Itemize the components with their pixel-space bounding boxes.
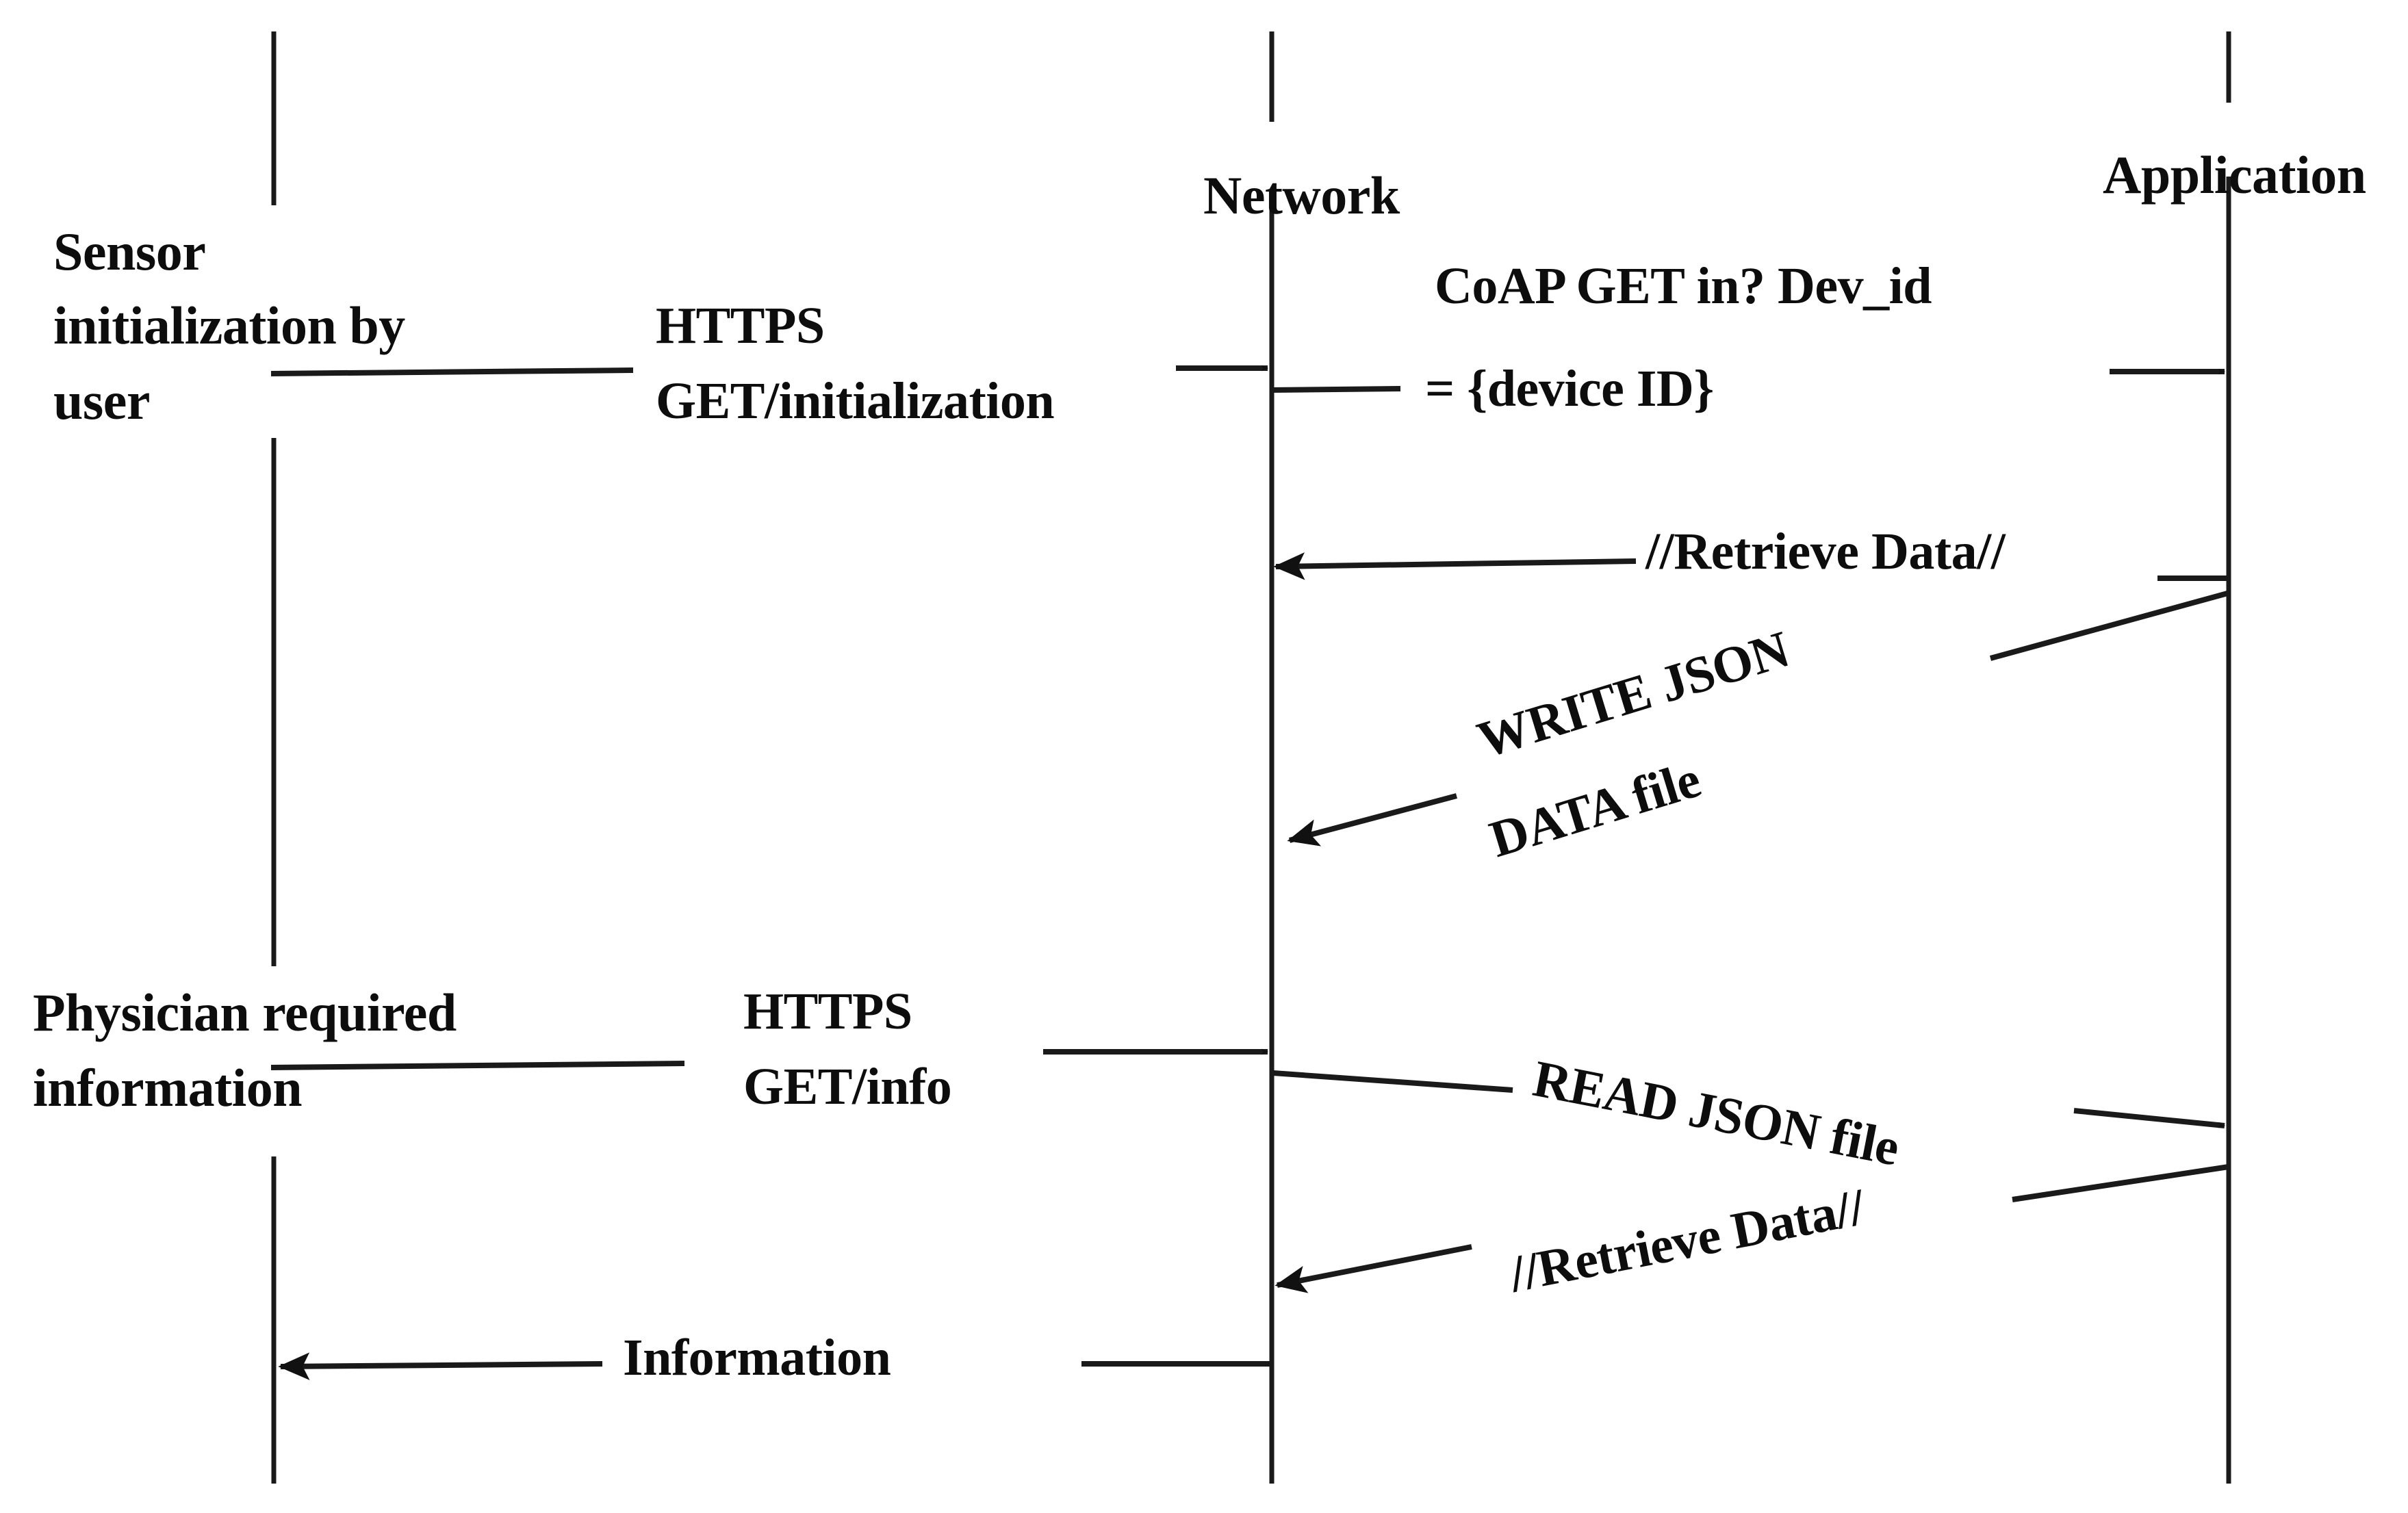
actor-label-sensor-line1: Sensor [53,222,206,281]
message-line-write-json-upper [1989,590,2231,661]
lifeline-label-network: Network [1203,166,1400,225]
message-label-coap-get-line1: CoAP GET in? Dev_id [1435,257,1932,315]
message-label-read-json: READ JSON file [1528,1049,1904,1177]
lifeline-label-application: Application [2103,145,2366,205]
message-label-information: Information [623,1329,891,1386]
actor-label-sensor-line3: user [53,371,150,430]
message-label-https-initialization-line1: HTTPS [656,297,825,354]
message-line-read-json-left [1272,1070,1513,1093]
message-arrow-retrieve-data-2 [1275,1244,1472,1293]
message-label-write-json-line1: WRITE JSON [1471,620,1796,770]
message-arrow-information [278,1352,603,1380]
message-label-https-initialization-line2: GET/initialization [656,372,1055,430]
message-line-https-initialization-stub [270,367,634,376]
message-label-retrieve-data-1: //Retrieve Data// [1645,523,2006,580]
message-label-write-json-line2: DATA file [1483,750,1707,869]
actor-label-physician-line2: information [33,1058,303,1117]
message-label-retrieve-data-2: //Retrieve Data// [1504,1178,1869,1304]
actor-label-sensor-line2: initialization by [53,296,405,355]
message-line-coap-stub [1270,386,1401,393]
message-label-https-info-line1: HTTPS [743,983,912,1040]
actor-label-physician-line1: Physician required [33,983,457,1042]
message-line-https-info-stub [270,1061,685,1070]
message-arrow-read-json [2073,1108,2225,1128]
message-line-retrieve-data-2-right [2012,1164,2229,1202]
message-label-coap-get-line2: = {device ID} [1425,360,1714,417]
message-label-https-info-line2: GET/info [743,1058,952,1115]
message-arrow-retrieve-data-1 [1273,552,1637,580]
message-arrow-write-json [1287,793,1458,846]
